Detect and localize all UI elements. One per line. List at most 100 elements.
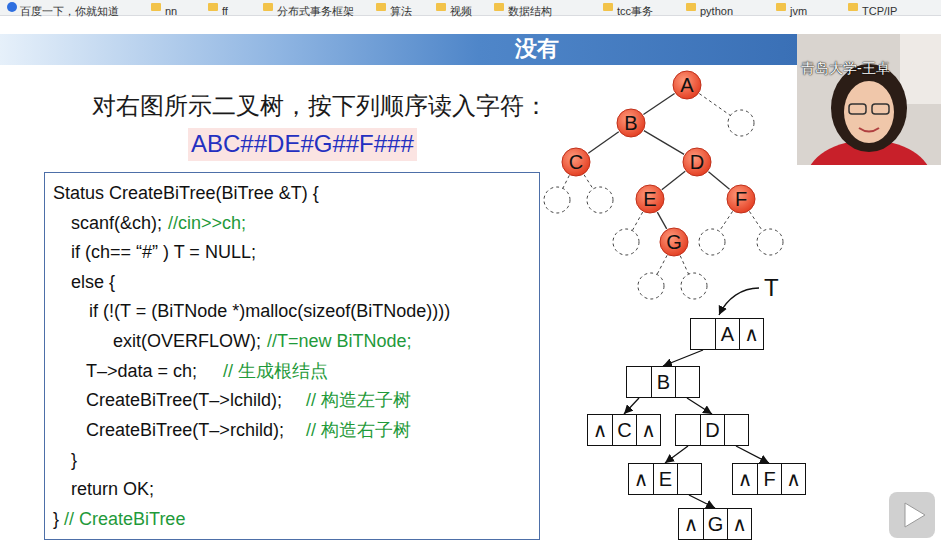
pointer-cell: ∧ (629, 464, 653, 494)
dashed-branch (699, 94, 730, 116)
pointer-cell: G (703, 509, 727, 539)
folder-icon (376, 3, 386, 11)
code-text: CreateBiTree(T–>rchild); (86, 418, 284, 442)
code-line: T–>data = ch;// 生成根结点 (86, 359, 328, 383)
code-box: Status CreateBiTree(BiTree &T) { scanf(&c… (44, 172, 540, 540)
bookmark-label: 视频 (450, 5, 472, 18)
code-comment: // CreateBiTree (64, 507, 185, 531)
node-circle (727, 185, 755, 213)
code-comment: // 构造左子树 (306, 388, 411, 412)
cell-text: A (721, 324, 734, 344)
tree-node: G (659, 227, 689, 257)
bookmark-label: 分布式事务框架 (277, 5, 354, 18)
pointer-cell: A (715, 319, 739, 349)
node-letter: D (690, 152, 704, 172)
folder-icon (848, 3, 858, 11)
folder-icon (776, 3, 786, 11)
label-holder: ff (222, 1, 228, 19)
label-holder: 算法 (390, 1, 412, 19)
pointer-cell: ∧ (636, 415, 660, 445)
code-comment: //cin>>ch; (168, 211, 246, 235)
bookmark-label: ff (222, 5, 228, 18)
code-text: Status CreateBiTree(BiTree &T) { (53, 181, 319, 205)
slide-title: 没有 (515, 36, 559, 62)
empty-node (638, 273, 664, 299)
cell-text: F (763, 469, 775, 489)
bookmark-label: 算法 (390, 5, 412, 18)
tree-edge (708, 172, 729, 190)
folder-icon (208, 3, 218, 11)
label-holder: jvm (790, 1, 807, 19)
pointer-cell: ∧ (679, 509, 703, 539)
label-holder: 对右图所示二叉树，按下列顺序读入字符： (92, 92, 548, 121)
title-holder: 没有 (515, 36, 559, 62)
code-comment: // 构造右子树 (306, 418, 411, 442)
pointer-cell: ∧ (781, 464, 805, 494)
label-holder: 青岛大学-王卓 (801, 59, 890, 77)
empty-node (613, 229, 639, 255)
glasses (849, 104, 866, 114)
pointer-cell: ∧ (588, 415, 612, 445)
node-letter: E (643, 189, 656, 209)
play-button-back (889, 492, 935, 538)
play-button (889, 492, 935, 538)
folder-icon (494, 3, 504, 11)
pointer-cell (724, 415, 748, 445)
code-comment: //T=new BiTNode; (267, 329, 412, 353)
pointer-cell (627, 367, 651, 397)
dashed-branch (584, 175, 593, 189)
glasses (872, 104, 889, 114)
tree-edge (644, 131, 684, 155)
dashed-branch (632, 212, 642, 231)
pointer-cell: ∧ (727, 509, 751, 539)
empty-node (587, 187, 613, 213)
pointer-cell: B (651, 367, 675, 397)
dashed-branch (749, 211, 762, 231)
empty-node (544, 187, 570, 213)
code-line: CreateBiTree(T–>lchild); // 构造左子树 (86, 388, 411, 412)
pointer-cell (691, 319, 715, 349)
tree-node: A (672, 70, 702, 100)
code-text: scanf(&ch); (71, 211, 162, 235)
pointer-cell (677, 464, 701, 494)
code-text: if (ch== “#” ) T = NULL; (71, 240, 256, 264)
code-line: if (ch== “#” ) T = NULL; (71, 240, 256, 264)
node-letter: C (569, 152, 583, 172)
pointer-cell: ∧ (733, 464, 757, 494)
pointer-cell: C (612, 415, 636, 445)
label-holder: TCP/IP (862, 1, 897, 19)
linked-node: A∧ (690, 318, 764, 350)
node-letter: G (666, 232, 682, 252)
code-text: } (71, 448, 77, 472)
label-holder: ABC##DE#G##F### (188, 128, 417, 161)
bookmark-label: nn (165, 5, 177, 18)
cell-text: ∧ (641, 420, 656, 440)
watermark: 青岛大学-王卓 (801, 60, 890, 77)
code-line: scanf(&ch);//cin>>ch; (71, 211, 246, 235)
empty-node (699, 229, 725, 255)
cell-text: E (659, 469, 672, 489)
instruction-text: 对右图所示二叉树，按下列顺序读入字符： (92, 92, 548, 121)
code-line: } (71, 448, 77, 472)
code-text: CreateBiTree(T–>lchild); (86, 388, 282, 412)
code-line: Status CreateBiTree(BiTree &T) { (53, 181, 319, 205)
folder-icon (436, 3, 446, 11)
code-line: if (!(T = (BiTNode *)malloc(sizeof(BiTNo… (89, 299, 450, 323)
tree-edge (662, 171, 685, 189)
pointer-arrow (663, 350, 703, 366)
bookmark-label: TCP/IP (862, 5, 897, 18)
cell-text: ∧ (684, 514, 699, 534)
code-text: exit(OVERFLOW); (113, 329, 261, 353)
bookmark-label: 数据结构 (508, 5, 552, 18)
code-line: return OK; (71, 477, 154, 501)
linked-node: B (626, 366, 700, 398)
empty-node (757, 229, 783, 255)
cell-text: ∧ (738, 469, 753, 489)
code-line: CreateBiTree(T–>rchild); // 构造右子树 (86, 418, 411, 442)
input-sequence: ABC##DE#G##F### (188, 128, 417, 161)
folder-icon (263, 3, 273, 11)
pointer-cell (675, 367, 699, 397)
tree-edge (588, 132, 619, 154)
pointer-arrow (665, 446, 688, 463)
